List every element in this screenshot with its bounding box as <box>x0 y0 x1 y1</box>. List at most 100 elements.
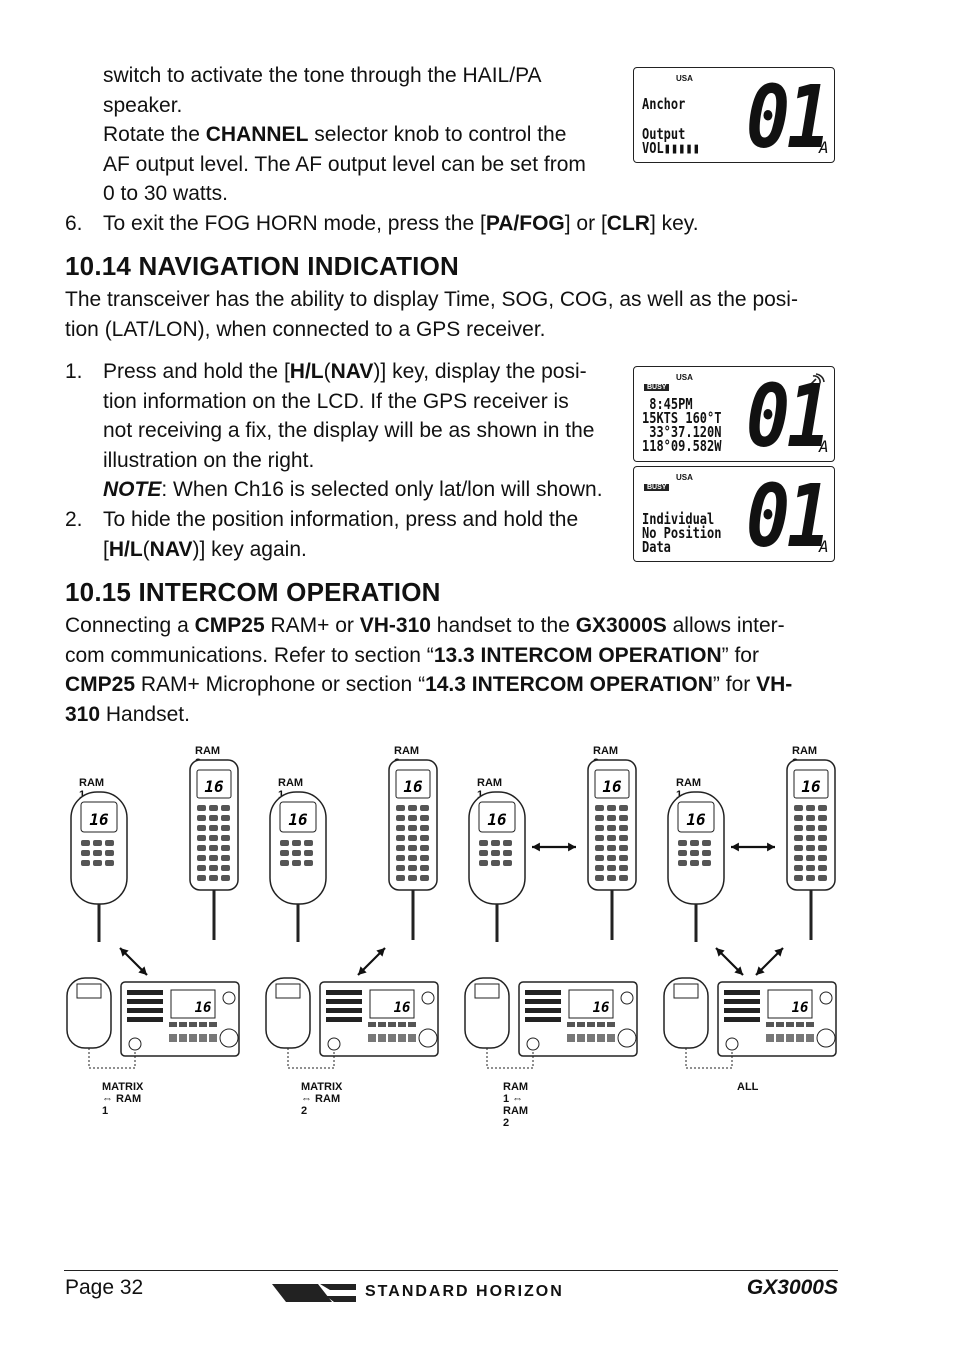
channel-number: 01 <box>746 68 831 168</box>
tone-line-2: speaker. <box>103 93 183 117</box>
svg-text:16: 16 <box>593 1000 610 1016</box>
text: ( <box>323 360 331 383</box>
text: Handset. <box>100 702 190 726</box>
text: allows inter- <box>666 614 785 637</box>
intro-line-1: The transceiver has the ability to displ… <box>65 288 798 311</box>
ram1-label: RAM 1 <box>79 777 105 801</box>
lcd-time: 8:45PM <box>642 395 693 413</box>
svg-text:16: 16 <box>686 810 706 829</box>
mode-caption: MATRIX ⇔ RAM 1 <box>102 1081 144 1117</box>
step-1-number: 1. <box>65 360 83 383</box>
note-line: NOTE: When Ch16 is selected only lat/lon… <box>103 475 617 505</box>
lcd-line-2: Output <box>642 125 686 143</box>
intercom-line-1: Connecting a CMP25 RAM+ or VH-310 handse… <box>65 611 840 641</box>
note-label: NOTE <box>103 478 162 502</box>
step-6-number: 6. <box>65 212 83 235</box>
step-6-text: To exit the FOG HORN mode, press the [PA… <box>103 209 699 239</box>
rotate-line: Rotate the CHANNEL selector knob to cont… <box>103 120 617 150</box>
text: com communications. Refer to section “ <box>65 643 434 667</box>
text: GX3000S <box>575 614 667 637</box>
step-2-line-1: To hide the position information, press … <box>103 508 579 531</box>
channel-knob-label: CHANNEL <box>205 123 309 147</box>
text: 13.3 INTERCOM OPERATION <box>433 643 722 667</box>
lcd-foghorn-display: USA Anchor Output VOL▮▮▮▮▮ 01 A <box>633 67 835 163</box>
usa-indicator: USA <box>676 74 693 83</box>
text: VH- <box>756 673 793 697</box>
svg-text:16: 16 <box>288 810 308 829</box>
ram1-label: RAM 1 <box>278 777 304 801</box>
lcd-no-position-display: BUSY USA Individual No Position Data 01 … <box>633 466 835 562</box>
mode-caption: RAM 1 ⇔ RAM 2 <box>503 1081 529 1129</box>
svg-text:16: 16 <box>487 810 507 829</box>
svg-text:16: 16 <box>204 777 224 796</box>
lcd-line-1: Anchor <box>642 95 686 113</box>
ram2-label: RAM 2 <box>195 745 221 769</box>
step-1-text: Press and hold the [H/L(NAV)] key, displ… <box>103 357 617 505</box>
svg-text:16: 16 <box>792 1000 809 1016</box>
text: selector knob to control the <box>308 123 567 147</box>
text: 310 <box>65 702 101 726</box>
intro-line-2: tion (LAT/LON), when connected to a GPS … <box>65 317 546 341</box>
ram2-label: RAM 2 <box>394 745 420 769</box>
channel-suffix: A <box>819 138 829 157</box>
svg-text:16: 16 <box>394 1000 411 1016</box>
text: )] key, display the posi- <box>373 360 587 383</box>
text: )] key again. <box>192 537 307 561</box>
text: 14.3 INTERCOM OPERATION <box>425 673 713 697</box>
svg-text:16: 16 <box>403 777 423 796</box>
lcd-line-1: Individual <box>642 510 715 528</box>
lcd-line-3: Data <box>642 538 671 556</box>
svg-text:16: 16 <box>89 810 109 829</box>
step-1-line-2: tion information on the LCD. If the GPS … <box>103 389 569 413</box>
step-2-text: To hide the position information, press … <box>103 505 617 564</box>
svg-text:16: 16 <box>602 777 622 796</box>
lcd-longitude: 118°09.582W <box>642 437 722 455</box>
hl-key: H/L <box>108 537 143 561</box>
brand-name: STANDARD HORIZON <box>365 1283 564 1300</box>
text: ( <box>142 537 150 561</box>
svg-text:16: 16 <box>801 777 821 796</box>
navigation-intro: The transceiver has the ability to displ… <box>65 285 840 344</box>
nav-key: NAV <box>330 360 374 383</box>
step-2-number: 2. <box>65 508 83 531</box>
lcd-line-3: VOL▮▮▮▮▮ <box>642 139 700 157</box>
text: ” for <box>721 643 759 667</box>
intercom-line-4: 310 Handset. <box>65 700 840 730</box>
section-title-intercom: 10.15 INTERCOM OPERATION <box>65 577 441 607</box>
svg-text:16: 16 <box>195 1000 212 1016</box>
note-text: : When Ch16 is selected only lat/lon wil… <box>161 478 603 502</box>
watts-line: 0 to 30 watts. <box>103 182 228 206</box>
page-number: Page 32 <box>65 1276 144 1299</box>
busy-indicator: BUSY <box>644 484 670 491</box>
lcd-gps-position-display: BUSY USA 8:45PM 15KTS 160°T 33°37.120N 1… <box>633 366 835 462</box>
lcd-sog-cog: 15KTS 160°T <box>642 409 722 427</box>
nav-key: NAV <box>149 537 193 561</box>
mode-caption: MATRIX ⇔ RAM 2 <box>301 1081 343 1117</box>
text: ” for <box>712 673 757 697</box>
intercom-line-2: com communications. Refer to section “13… <box>65 641 840 671</box>
channel-suffix: A <box>819 437 829 456</box>
text: RAM+ or <box>264 614 360 637</box>
text: RAM+ Microphone or section “ <box>135 673 426 697</box>
intercom-line-3: CMP25 RAM+ Microphone or section “14.3 I… <box>65 670 840 700</box>
ram1-label: RAM 1 <box>477 777 503 801</box>
pa-fog-key: PA/FOG <box>485 212 565 235</box>
ram1-label: RAM 1 <box>676 777 702 801</box>
af-line: AF output level. The AF output level can… <box>103 152 586 176</box>
text: ] key. <box>649 212 699 235</box>
clr-key: CLR <box>606 212 650 235</box>
text: Connecting a <box>65 614 195 637</box>
busy-indicator: BUSY <box>644 384 670 391</box>
text: CMP25 <box>194 614 265 637</box>
footer-rule <box>64 1270 838 1271</box>
text: ] or [ <box>564 212 607 235</box>
step-1-line-1: Press and hold the [H/L(NAV)] key, displ… <box>103 357 617 387</box>
mode-caption: ALL <box>737 1081 759 1093</box>
text: VH-310 <box>359 614 431 637</box>
tone-line-1: switch to activate the tone through the … <box>103 64 542 87</box>
usa-indicator: USA <box>676 473 693 482</box>
standard-horizon-logo-icon <box>272 1284 356 1302</box>
hl-key: H/L <box>289 360 324 383</box>
text: CMP25 <box>65 673 136 697</box>
